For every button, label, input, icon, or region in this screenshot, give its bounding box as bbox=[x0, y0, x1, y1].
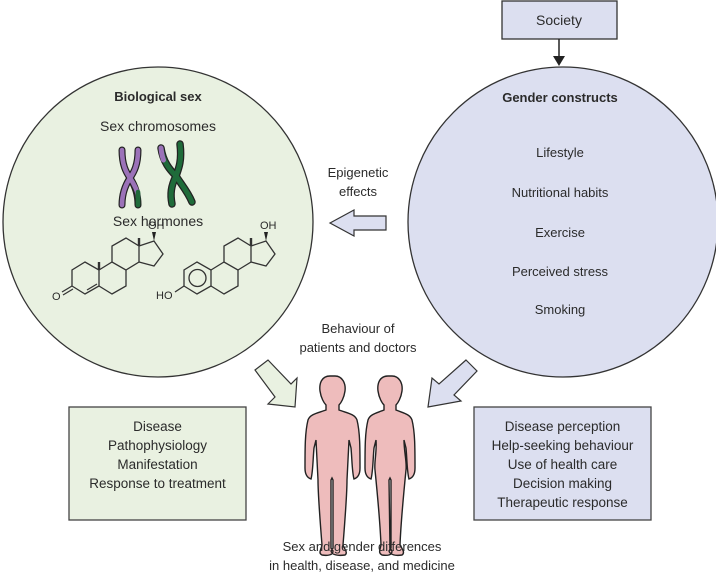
gender-effect-item: Disease perception bbox=[504, 419, 621, 434]
gender-item: Exercise bbox=[535, 225, 585, 240]
biological-effect-item: Disease bbox=[133, 419, 182, 434]
female-figure-icon bbox=[364, 375, 416, 557]
epigenetic-arrow bbox=[328, 208, 387, 238]
estradiol-oh-label: OH bbox=[260, 220, 277, 232]
biological-sex-title: Biological sex bbox=[114, 89, 202, 104]
testosterone-structure bbox=[61, 232, 164, 296]
gender-effect-item: Use of health care bbox=[507, 457, 618, 472]
biological-effect-item: Manifestation bbox=[117, 457, 198, 472]
caption-line1: Sex and gender differences bbox=[282, 539, 442, 554]
epigenetic-label-line1: Epigenetic bbox=[327, 165, 389, 180]
behaviour-label-line2: patients and doctors bbox=[299, 340, 417, 355]
biological-effect-item: Pathophysiology bbox=[107, 438, 208, 453]
testosterone-o-label: O bbox=[52, 291, 61, 303]
chromosome-x-green-icon bbox=[157, 140, 196, 208]
society-arrowhead bbox=[553, 56, 565, 66]
epigenetic-label-line2: effects bbox=[338, 184, 378, 199]
gender-effects-box bbox=[473, 406, 652, 521]
gender-arrow bbox=[427, 359, 478, 408]
gender-item: Lifestyle bbox=[536, 145, 584, 160]
gender-effects-list: Disease perception Help-seeking behaviou… bbox=[474, 417, 651, 512]
chromosome-x-icon bbox=[118, 146, 142, 209]
behaviour-label-line1: Behaviour of bbox=[321, 321, 395, 336]
biological-effects-list: Disease Pathophysiology Manifestation Re… bbox=[69, 417, 246, 493]
estradiol-ho-label: HO bbox=[156, 290, 173, 302]
biological-sex-circle bbox=[2, 66, 314, 378]
gender-item: Perceived stress bbox=[511, 264, 609, 279]
gender-constructs-circle bbox=[407, 66, 716, 378]
gender-effect-item: Decision making bbox=[512, 476, 613, 491]
male-figure-icon bbox=[304, 375, 361, 557]
gender-item: Nutritional habits bbox=[511, 185, 609, 200]
sex-hormones-label: Sex hormones bbox=[112, 213, 204, 229]
society-label: Society bbox=[536, 12, 582, 28]
gender-effect-item: Therapeutic response bbox=[497, 495, 628, 510]
caption-line2: in health, disease, and medicine bbox=[269, 558, 455, 573]
society-box bbox=[501, 0, 618, 40]
biological-effect-item: Response to treatment bbox=[89, 476, 226, 491]
gender-effect-item: Help-seeking behaviour bbox=[491, 438, 634, 453]
biological-effects-box bbox=[68, 406, 247, 521]
estradiol-structure bbox=[174, 232, 276, 295]
testosterone-oh-label: OH bbox=[148, 220, 165, 232]
gender-constructs-title: Gender constructs bbox=[502, 90, 618, 105]
gender-item: Smoking bbox=[534, 302, 586, 317]
sex-chromosomes-label: Sex chromosomes bbox=[100, 118, 216, 134]
biological-sex-arrow bbox=[254, 359, 298, 408]
